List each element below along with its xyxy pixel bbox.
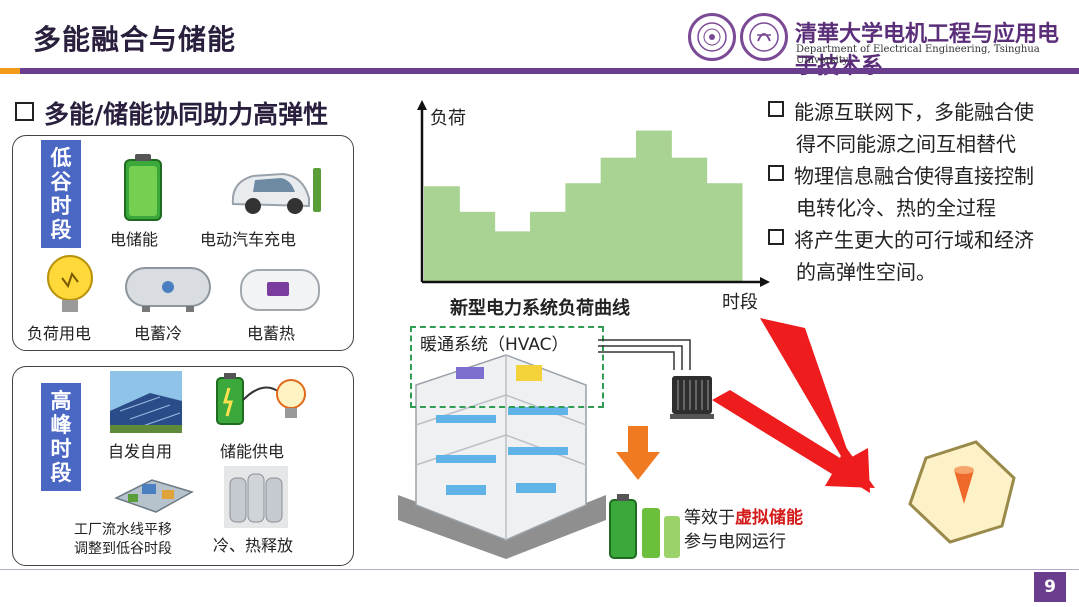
y-axis-arrow-icon xyxy=(417,100,427,110)
section-heading-text: 多能/储能协同助力高弹性 xyxy=(44,100,329,129)
checkbox-bullet-icon xyxy=(15,102,34,121)
chart-title: 新型电力系统负荷曲线 xyxy=(450,298,630,319)
bullet-item: 能源互联网下，多能融合使 得不同能源之间互相替代 xyxy=(768,96,1068,160)
load-bar xyxy=(459,211,496,281)
virtual-storage-battery-icon xyxy=(606,490,686,566)
down-arrow-icon xyxy=(616,426,660,484)
peak-period-label: 高峰时段 xyxy=(41,383,81,491)
load-curve-chart xyxy=(417,100,770,287)
hvac-highlight-box xyxy=(410,326,604,408)
cold-storage-tank-icon xyxy=(120,262,216,318)
university-seal-icon xyxy=(688,13,736,61)
section-heading: 多能/储能协同助力高弹性 xyxy=(15,95,328,131)
load-bar xyxy=(565,183,602,281)
red-arrows-icon xyxy=(712,318,875,493)
header-rule xyxy=(0,68,1079,74)
bullet-line: 得不同能源之间互相替代 xyxy=(796,132,1016,156)
checkbox-bullet-icon xyxy=(768,165,784,181)
chart-y-label: 负荷 xyxy=(430,108,466,129)
low-item-electric-storage: 电储能 xyxy=(110,230,159,249)
peak-item-release: 冷、热释放 xyxy=(213,536,294,555)
low-item-heat-storage: 电蓄热 xyxy=(247,324,296,343)
checkbox-bullet-icon xyxy=(768,229,784,245)
hvac-building-illustration xyxy=(396,345,611,564)
load-bar xyxy=(530,211,566,281)
peak-item-storage-supply: 储能供电 xyxy=(220,442,285,461)
footer-rule xyxy=(0,569,1079,570)
battery-icon xyxy=(114,152,172,228)
load-bar xyxy=(706,183,743,281)
low-period-label: 低谷时段 xyxy=(41,140,81,248)
factory-line-icon xyxy=(112,468,196,520)
peak-item-self-use: 自发自用 xyxy=(108,442,173,461)
low-item-cold-storage: 电蓄冷 xyxy=(134,324,183,343)
electric-car-icon xyxy=(225,160,325,222)
virtual-prefix: 等效于 xyxy=(684,508,735,528)
department-seal-icon xyxy=(740,13,788,61)
bullet-list: 能源互联网下，多能融合使 得不同能源之间互相替代 物理信息融合使得直接控制 电转… xyxy=(768,96,1068,288)
peak-item-factory-line2: 调整到低谷时段 xyxy=(74,541,172,557)
bullet-line: 能源互联网下，多能融合使 xyxy=(794,100,1034,124)
virtual-storage-text: 等效于虚拟储能 参与电网运行 xyxy=(684,506,803,554)
power-grid-hexagon-icon xyxy=(906,438,1018,550)
x-axis-arrow-icon xyxy=(760,277,770,287)
low-item-load: 负荷用电 xyxy=(27,324,92,343)
lightbulb-icon xyxy=(42,252,98,322)
checkbox-bullet-icon xyxy=(768,101,784,117)
thermal-tanks-icon xyxy=(224,466,288,532)
low-period-label-text: 低谷时段 xyxy=(50,146,72,242)
hvac-label: 暖通系统（HVAC） xyxy=(420,335,569,355)
bullet-item: 将产生更大的可行域和经济 的高弹性空间。 xyxy=(768,224,1068,288)
peak-period-label-text: 高峰时段 xyxy=(50,389,72,485)
bullet-line: 的高弹性空间。 xyxy=(796,260,936,284)
department-name-cn: 清華大学电机工程与应用电子技术系 xyxy=(795,21,1060,79)
load-bar xyxy=(494,231,531,281)
battery-supply-icon xyxy=(213,370,309,438)
department-name-en: Department of Electrical Engineering, Ts… xyxy=(796,44,1040,66)
header-rule-accent xyxy=(0,68,20,74)
bullet-line: 电转化冷、热的全过程 xyxy=(796,196,996,220)
transformer-icon xyxy=(666,368,718,424)
peak-item-factory-line1: 工厂流水线平移 xyxy=(74,522,172,538)
slide-title: 多能融合与储能 xyxy=(33,23,237,56)
virtual-highlight: 虚拟储能 xyxy=(735,508,803,528)
electric-heater-icon xyxy=(237,266,323,318)
solar-panel-icon xyxy=(110,371,182,437)
bullet-item: 物理信息融合使得直接控制 电转化冷、热的全过程 xyxy=(768,160,1068,224)
load-bar xyxy=(424,186,460,281)
low-item-ev-charging: 电动汽车充电 xyxy=(200,230,297,249)
load-bar xyxy=(600,157,637,281)
virtual-line2: 参与电网运行 xyxy=(684,532,786,552)
load-bar xyxy=(636,130,672,281)
chart-bars xyxy=(424,130,743,281)
hvac-wires xyxy=(598,339,691,370)
bullet-line: 物理信息融合使得直接控制 xyxy=(794,164,1034,188)
bullet-line: 将产生更大的可行域和经济 xyxy=(794,228,1034,252)
load-bar xyxy=(671,157,708,281)
chart-x-label: 时段 xyxy=(722,292,758,313)
peak-item-factory-shift: 工厂流水线平移 调整到低谷时段 xyxy=(74,521,172,559)
page-number: 9 xyxy=(1034,572,1066,602)
